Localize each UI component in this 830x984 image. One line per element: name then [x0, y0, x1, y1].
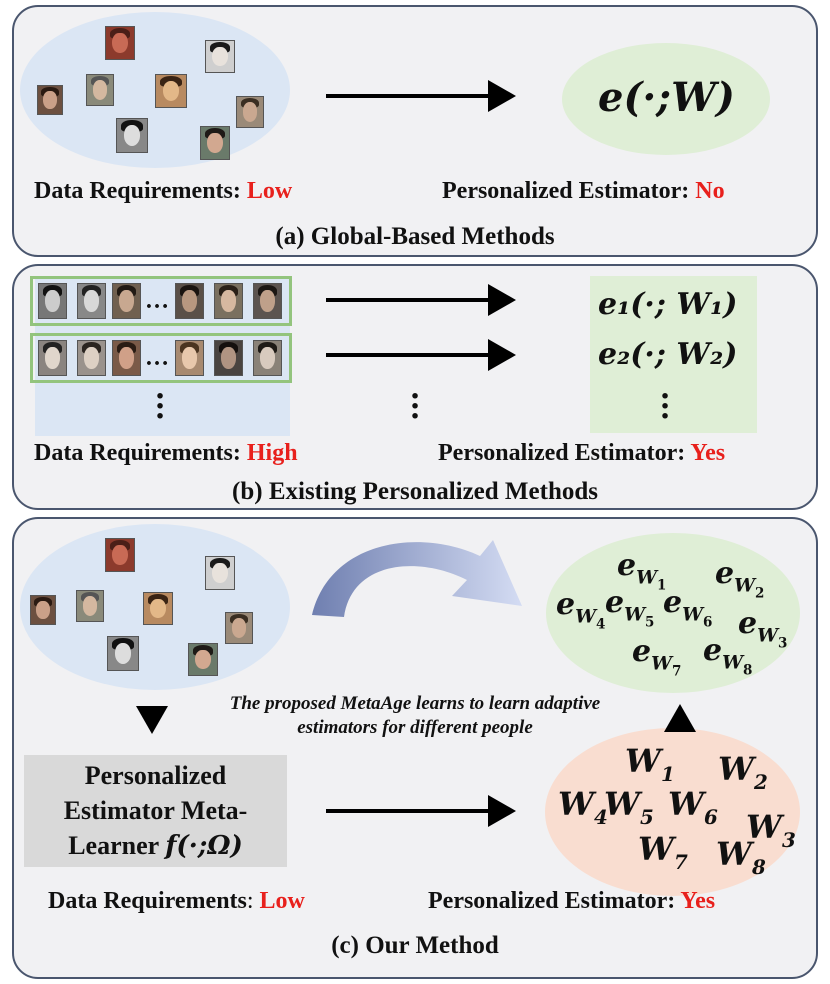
face-image — [30, 595, 56, 625]
estimator-label: eW4 — [556, 587, 605, 632]
estimator-label: eW7 — [632, 634, 681, 679]
personalized-estimator-label: Personalized Estimator: No — [442, 178, 725, 204]
face-image — [38, 283, 67, 319]
personalized-estimator-value: Yes — [690, 440, 726, 466]
face-image — [205, 556, 235, 590]
estimator-label: eW3 — [738, 606, 787, 651]
caption-existing-personalized: (b) Existing Personalized Methods — [232, 478, 598, 505]
face-image — [253, 340, 282, 376]
data-requirements-value: Low — [246, 178, 293, 204]
face-image — [107, 636, 139, 671]
face-row-2 — [30, 333, 292, 383]
weight-label: W1 — [625, 742, 675, 786]
face-image — [112, 283, 141, 319]
face-image — [225, 612, 253, 644]
weight-label: W2 — [718, 750, 768, 794]
vertical-ellipsis-icon: ··· — [409, 378, 421, 435]
curved-arrow-icon — [312, 540, 522, 617]
face-image — [77, 340, 106, 376]
face-image — [143, 592, 173, 625]
estimator-formula-1: e₁(·; W₁) — [598, 287, 738, 322]
meta-learner-formula: f(·;Ω) — [165, 831, 243, 861]
data-requirements-value: High — [246, 440, 298, 466]
face-image — [86, 74, 114, 106]
data-requirements-label: Data Requirements: High — [34, 440, 298, 466]
face-image — [105, 26, 135, 60]
meta-learner-box — [24, 755, 287, 867]
face-image — [175, 283, 204, 319]
personalized-estimator-value: No — [695, 178, 725, 204]
estimator-formula-2: e₂(·; W₂) — [598, 337, 738, 372]
face-image — [175, 340, 204, 376]
caption-our-method: (c) Our Method — [331, 932, 499, 959]
estimator-label: eW8 — [703, 633, 752, 678]
personalized-weights-ellipse — [545, 728, 800, 896]
weight-label: W3 — [746, 808, 796, 852]
face-image — [105, 538, 135, 572]
face-image — [236, 96, 264, 128]
caption-global-based: (a) Global-Based Methods — [275, 223, 555, 250]
face-image — [76, 590, 104, 622]
vertical-ellipsis-icon: ··· — [659, 378, 671, 435]
weight-label: W8 — [716, 835, 766, 879]
weight-label: W5 — [604, 785, 654, 829]
estimator-label: eW5 — [605, 585, 654, 630]
face-image — [155, 74, 187, 108]
row-ellipsis: … — [145, 288, 169, 314]
estimator-label: eW6 — [663, 585, 712, 630]
global-estimator-formula: e(·;W) — [598, 74, 735, 121]
meta-learner-title: Personalized Estimator Meta- Learner f(·… — [63, 761, 248, 861]
face-image — [77, 283, 106, 319]
adaptive-estimators-ellipse — [546, 533, 800, 693]
face-image — [37, 85, 63, 115]
face-image — [253, 283, 282, 319]
face-image — [116, 118, 148, 153]
weight-label: W6 — [668, 785, 718, 829]
face-row-1 — [30, 276, 292, 326]
estimator-label: eW2 — [715, 556, 764, 601]
metaage-annotation: The proposed MetaAge learns to learn ada… — [229, 693, 601, 738]
face-image — [205, 40, 235, 73]
face-image — [188, 643, 218, 676]
weight-label: W7 — [638, 830, 688, 874]
face-image — [38, 340, 67, 376]
estimator-label: eW1 — [617, 548, 666, 593]
data-requirements-label: Data Requirements: Low — [34, 178, 293, 204]
data-requirements-label: Data Requirements: Low — [48, 888, 305, 914]
face-image — [200, 126, 230, 160]
face-image — [112, 340, 141, 376]
personalized-estimators-block — [590, 276, 757, 433]
row-ellipsis: … — [145, 345, 169, 371]
personalized-estimator-value: Yes — [680, 888, 716, 914]
personalized-estimator-label: Personalized Estimator: Yes — [438, 440, 726, 466]
face-image — [214, 283, 243, 319]
vertical-ellipsis-icon: ··· — [154, 378, 166, 435]
global-estimator-ellipse — [562, 43, 770, 155]
weight-label: W4 — [558, 785, 608, 829]
face-image — [214, 340, 243, 376]
personalized-estimator-label: Personalized Estimator: Yes — [428, 888, 716, 914]
data-requirements-value: Low — [259, 888, 305, 914]
